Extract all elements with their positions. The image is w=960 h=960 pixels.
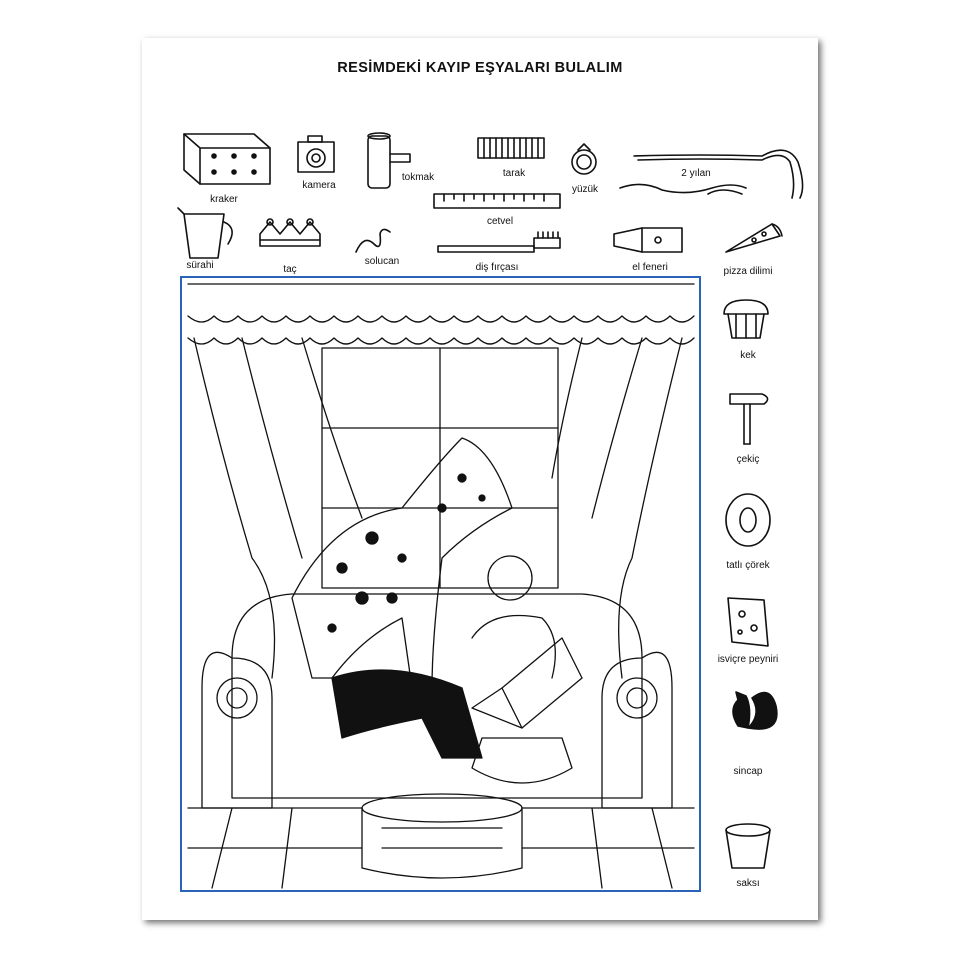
donut-icon <box>725 493 771 547</box>
hammer-icon <box>729 393 769 445</box>
label-tatli-corek: tatlı çörek <box>726 560 770 571</box>
label-isvicre-peyniri: isviçre peyniri <box>717 654 779 665</box>
label-tokmak: tokmak <box>401 172 435 183</box>
hidden-objects-art <box>177 132 804 889</box>
flashlight-icon <box>613 227 683 253</box>
label-pizza-dilimi: pizza dilimi <box>723 266 773 277</box>
flower-pot-icon <box>725 823 771 869</box>
label-saksi: saksı <box>736 878 760 889</box>
label-yilan: 2 yılan <box>681 168 711 179</box>
label-kamera: kamera <box>302 180 336 191</box>
label-dis-fircasi: diş fırçası <box>475 262 519 273</box>
snakes-icon <box>619 149 804 199</box>
worm-icon <box>355 228 391 253</box>
squirrel-icon <box>732 691 778 730</box>
worksheet-page: RESİMDEKİ KAYIP EŞYALARI BULALIM <box>142 38 818 920</box>
label-kek: kek <box>740 350 756 361</box>
label-yuzuk: yüzük <box>571 184 599 195</box>
label-sincap: sincap <box>733 766 763 777</box>
cupcake-icon <box>723 299 769 339</box>
camera-icon <box>297 135 335 173</box>
label-cekic: çekiç <box>736 454 760 465</box>
toothbrush-icon <box>437 231 561 253</box>
label-surahi: sürahi <box>186 260 214 271</box>
scene-frame <box>180 276 701 892</box>
pitcher-icon <box>177 207 233 259</box>
comb-icon <box>477 137 545 159</box>
crown-icon <box>259 218 321 247</box>
pizza-slice-icon <box>725 223 783 253</box>
label-tarak: tarak <box>502 168 526 179</box>
ring-icon <box>571 143 597 175</box>
cracker-icon <box>183 133 271 185</box>
label-cetvel: cetvel <box>486 216 514 227</box>
scene-illustration <box>187 283 695 889</box>
page-title: RESİMDEKİ KAYIP EŞYALARI BULALIM <box>337 60 623 76</box>
label-kraker: kraker <box>210 194 238 205</box>
swiss-cheese-icon <box>727 597 769 647</box>
label-solucan: solucan <box>364 256 400 267</box>
ruler-icon <box>433 193 561 209</box>
mallet-icon <box>367 132 411 189</box>
label-el-feneri: el feneri <box>632 262 668 273</box>
label-tac: taç <box>283 264 297 275</box>
